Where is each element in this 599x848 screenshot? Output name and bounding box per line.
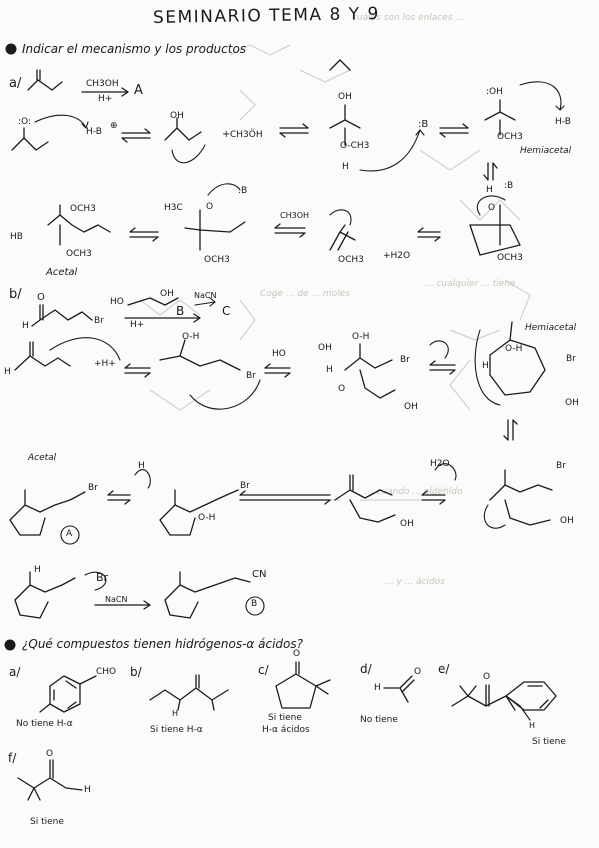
text-h-f: H bbox=[482, 361, 489, 371]
q2-d-h: H bbox=[374, 683, 381, 693]
text-h-c: H bbox=[22, 321, 29, 331]
text-och3: O-CH3 bbox=[340, 141, 370, 151]
q2-c-answer: Si tiene bbox=[268, 713, 302, 723]
text-meoh-b: CH3OH bbox=[280, 211, 310, 220]
text-b-b: :B bbox=[238, 186, 248, 196]
text-och3-g: OCH3 bbox=[66, 249, 92, 259]
text-br: Br bbox=[94, 316, 104, 326]
text-h2o: +H2O bbox=[383, 251, 411, 261]
text-o-c: O bbox=[206, 202, 214, 212]
q2-c-label: c/ bbox=[258, 663, 269, 677]
text-br-g: Br bbox=[556, 461, 566, 471]
product-c-label: C bbox=[222, 304, 231, 318]
hemiacetal-label: Hemiacetal bbox=[520, 146, 572, 156]
text-base: :B bbox=[418, 119, 429, 130]
q2-c-answer2: H-α ácidos bbox=[262, 725, 310, 735]
question2-heading: ¿Qué compuestos tienen hidrógenos-α ácid… bbox=[22, 637, 303, 651]
q2-b-h: H bbox=[172, 709, 179, 718]
text-oh-m: OH bbox=[560, 516, 574, 526]
text-hplus: H+ bbox=[130, 320, 145, 330]
q2-f-answer: Si tiene bbox=[30, 817, 64, 827]
q2-a-label: a/ bbox=[9, 665, 21, 679]
text-och3-d: OCH3 bbox=[204, 255, 230, 265]
text-oh-c: :OH bbox=[486, 87, 503, 97]
q2-f-h: H bbox=[84, 785, 91, 795]
text-o: :O: bbox=[18, 117, 31, 127]
q2-f-label: f/ bbox=[8, 751, 17, 765]
text-br-e: Br bbox=[88, 483, 98, 493]
text-oh-j: OH bbox=[565, 398, 579, 408]
q2-f-o: O bbox=[46, 749, 54, 759]
q2-b-label: b/ bbox=[130, 665, 142, 679]
q2-b-answer: Si tiene H-α bbox=[150, 725, 203, 735]
text-o-d: O bbox=[37, 292, 45, 303]
q2-e-o: O bbox=[483, 672, 491, 682]
question1-heading: Indicar el mecanismo y los productos bbox=[22, 42, 247, 56]
q2-e-label: e/ bbox=[438, 662, 450, 676]
text-br-c: Br bbox=[400, 355, 410, 365]
q2-e-answer: Si tiene bbox=[532, 737, 566, 747]
text-h-g: H bbox=[138, 461, 145, 471]
text-br-b: Br bbox=[246, 371, 256, 381]
final-b-label: B bbox=[251, 599, 258, 609]
q2-a-answer: No tiene H-α bbox=[16, 719, 73, 729]
hemiacetal-label-b: Hemiacetal bbox=[525, 323, 577, 333]
part-a-label: a/ bbox=[9, 76, 22, 91]
text-meoh: CH3ÖH bbox=[230, 130, 263, 140]
text-och3-f: OCH3 bbox=[70, 204, 96, 214]
text-h-h: H bbox=[34, 565, 41, 575]
text-hplus-b: +H+ bbox=[94, 359, 116, 369]
part-b-label: b/ bbox=[9, 287, 22, 302]
q2-d-answer: No tiene bbox=[360, 715, 398, 725]
text-oh-e: O-H bbox=[182, 332, 200, 342]
q2-e-h: H bbox=[529, 721, 536, 730]
text-plus: + bbox=[222, 129, 231, 140]
text-och3-c: OCH3 bbox=[497, 253, 523, 263]
text-ho: HO bbox=[110, 297, 124, 307]
text-oh-g: O-H bbox=[352, 332, 370, 342]
text-hb-c: HB bbox=[10, 232, 23, 242]
text-h-e: H bbox=[326, 365, 333, 375]
text-h: H bbox=[342, 162, 349, 172]
q2-d-label: d/ bbox=[360, 662, 372, 676]
acetal-label: Acetal bbox=[46, 267, 78, 278]
text-hb: H-B bbox=[86, 127, 102, 137]
catalyst-label: H+ bbox=[98, 94, 113, 104]
text-oh-h: OH bbox=[404, 402, 418, 412]
product-a-label: A bbox=[134, 83, 143, 98]
text-charge: ⊕ bbox=[110, 121, 118, 131]
text-h-d: H bbox=[4, 367, 11, 377]
text-oh-d: OH bbox=[160, 289, 174, 299]
text-och3-b: OCH3 bbox=[497, 132, 523, 142]
reagent-label: CH3OH bbox=[86, 79, 119, 89]
text-br-h: Br bbox=[96, 571, 109, 584]
acetal-label-b: Acetal bbox=[28, 453, 57, 463]
text-cn: CN bbox=[252, 569, 267, 580]
text-ho-b: HO bbox=[272, 349, 286, 359]
text-br-d: Br bbox=[566, 354, 576, 364]
q2-a-group: CHO bbox=[96, 667, 117, 677]
text-oh-k: O-H bbox=[198, 513, 216, 523]
text-oh-f: OH bbox=[318, 343, 332, 353]
q2-c-o: O bbox=[293, 649, 301, 659]
text-h-b: H bbox=[486, 185, 493, 195]
text-h3c: H3C bbox=[164, 203, 183, 213]
text-o-e: O bbox=[338, 384, 346, 394]
text-br-f: Br bbox=[240, 481, 250, 491]
text-h2o-b: H2O bbox=[430, 459, 450, 469]
product-b-label: B bbox=[176, 304, 185, 318]
text-nacn: NaCN bbox=[194, 291, 217, 300]
text-oh: OH bbox=[170, 111, 184, 121]
text-hb-b: H-B bbox=[555, 117, 571, 127]
text-oh-b: OH bbox=[338, 92, 352, 102]
text-b: :B bbox=[504, 181, 514, 191]
acetal-a-label: A bbox=[66, 529, 73, 539]
text-och3-e: OCH3 bbox=[338, 255, 364, 265]
text-o-b: O bbox=[488, 203, 496, 213]
q2-d-o: O bbox=[414, 667, 422, 677]
text-oh-i: O-H bbox=[505, 344, 523, 354]
text-oh-l: OH bbox=[400, 519, 414, 529]
text-nacn-b: NaCN bbox=[105, 595, 128, 604]
